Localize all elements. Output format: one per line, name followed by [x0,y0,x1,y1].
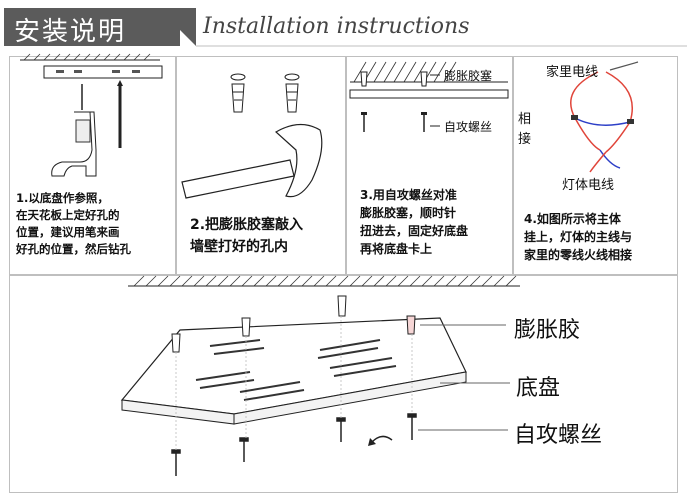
ceiling-hatch [133,275,517,287]
header-decoration [180,8,687,47]
step-3-panel [346,56,513,275]
main-base-label: 底盘 [516,376,561,401]
step-2-panel [176,56,346,275]
step-4-text: 4.如图所示将主体 挂上，灯体的主线与 家里的零线火线相接 [524,212,633,262]
header: 安装说明 Installation instructions [0,0,687,52]
step-2-text: 2.把膨胀胶塞敲入 墙壁打好的孔内 [190,217,304,255]
step-1-text: 1.以底盘作参照， 在天花板上定好孔的 位置，建议用笔来画 好孔的位置，然后钻孔 [16,191,131,256]
page-subtitle: Installation instructions [203,14,470,39]
home-wire-label: 家里电线 [546,65,599,80]
connect-label: 相 接 [518,112,532,147]
main-diagram-panel [9,275,678,493]
anchor-plug-icon [230,73,300,113]
step-4-panel [513,56,678,275]
page-title: 安装说明 [14,17,127,47]
lamp-wire-label: 灯体电线 [562,178,615,193]
main-anchor-label: 膨胀胶 [514,318,581,343]
title-banner: 安装说明 [4,8,180,47]
step-1-panel [9,56,176,275]
main-screw-label: 自攻螺丝 [514,423,603,448]
anchor-plugs [171,295,416,353]
step-3-screw-label: 自攻螺丝 [444,120,493,134]
base-plate [120,317,467,425]
screws [171,413,417,476]
hammer-icon [181,123,323,199]
step-3-anchor-label: 膨胀胶塞 [444,69,493,83]
step-3-text: 3.用自攻螺丝对准 膨胀胶塞，顺时针 扭进去，固定好底盘 再将底盘卡上 [360,188,469,256]
